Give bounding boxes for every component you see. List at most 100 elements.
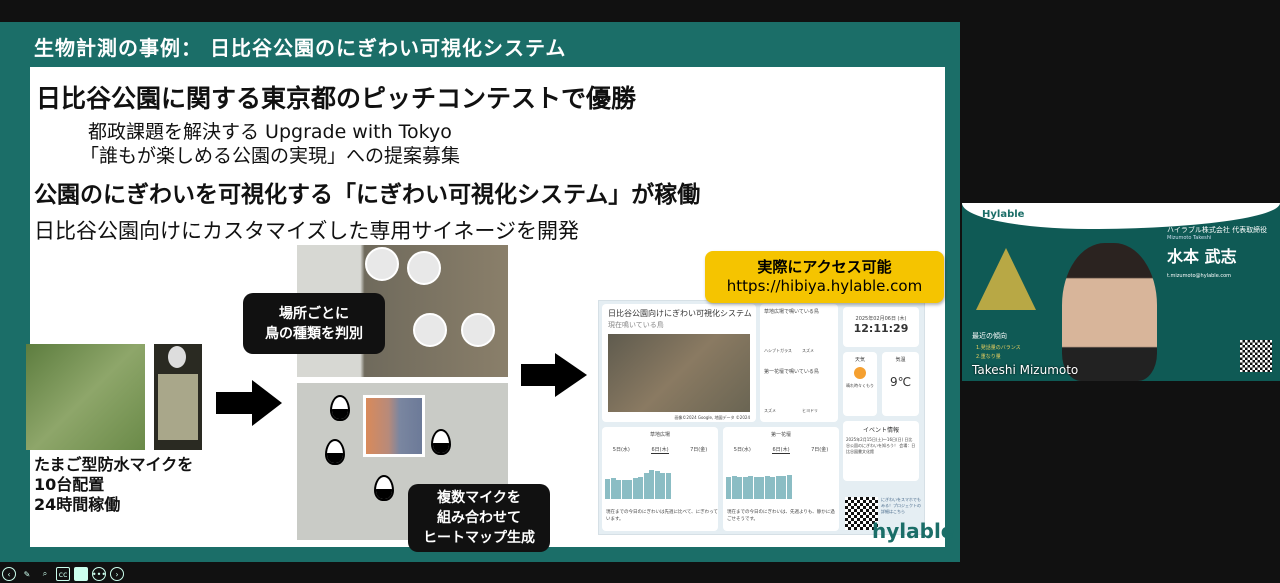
activity-chart bbox=[726, 467, 836, 499]
heading-signage: 日比谷公園向けにカスタマイズした専用サイネージを開発 bbox=[34, 219, 579, 243]
activity-bar bbox=[649, 470, 654, 499]
bird-marker bbox=[413, 313, 447, 347]
area1-title: 草地広場で鳴いている鳥 bbox=[764, 309, 819, 315]
bird-name: スズメ bbox=[764, 408, 776, 413]
egg-microphone-icon bbox=[374, 475, 394, 501]
egg-microphone-icon bbox=[330, 395, 350, 421]
heatmap bbox=[363, 395, 425, 457]
participant-video[interactable]: Hylable ハイラブル株式会社 代表取締役 Mizumoto Takeshi… bbox=[962, 203, 1280, 381]
activity-bar bbox=[759, 476, 764, 499]
activity-bar bbox=[643, 473, 649, 499]
pen-icon[interactable]: ✎ bbox=[23, 569, 31, 579]
hylable-logo: hylable bbox=[872, 519, 955, 543]
bird-marker bbox=[365, 247, 399, 281]
brand-logo: Hylable bbox=[982, 209, 1025, 220]
dashboard-title: 日比谷公園向けにぎわい可視化システム bbox=[608, 309, 752, 318]
trend-item: 1.発話量のバランス bbox=[976, 345, 1021, 351]
activity-bar bbox=[605, 479, 610, 499]
activity-bar bbox=[764, 475, 770, 499]
bird-name: ハシブトガラス bbox=[764, 348, 792, 353]
temperature-card: 気温 9℃ bbox=[882, 352, 919, 416]
species-bubble: 場所ごとに 鳥の種類を判別 bbox=[243, 293, 385, 354]
day-tab[interactable]: 6日(木) bbox=[772, 447, 790, 454]
qr-text: にぎわいをスマホでもみる！プロジェクトの詳細はこちら bbox=[881, 497, 921, 514]
activity-bar bbox=[638, 476, 643, 499]
bird-name: ヒヨドリ bbox=[802, 408, 818, 413]
caption-line: たまご型防水マイクを bbox=[34, 455, 194, 474]
microphone-caption: たまご型防水マイクを 10台配置 24時間稼働 bbox=[34, 455, 193, 515]
dashboard-map bbox=[608, 334, 750, 412]
callout-title: 実際にアクセス可能 bbox=[757, 258, 892, 276]
dashboard-subtitle: 現在鳴いている鳥 bbox=[608, 321, 664, 329]
clock: 12:11:29 bbox=[853, 322, 909, 335]
sub-proposal: 「誰もが楽しめる公園の実現」への提案募集 bbox=[80, 145, 461, 167]
temp-label: 気温 bbox=[895, 357, 906, 363]
bubble-line: 鳥の種類を判別 bbox=[265, 325, 363, 342]
sun-icon bbox=[854, 367, 866, 379]
bird-species-map bbox=[297, 245, 508, 377]
event-title: イベント情報 bbox=[862, 427, 899, 434]
presentation-slide: 生物計測の事例： 日比谷公園のにぎわい可視化システム 日比谷公園に関する東京都の… bbox=[0, 22, 960, 581]
qr-code bbox=[1240, 340, 1272, 372]
bubble-line: 複数マイクを bbox=[437, 490, 521, 506]
bubble-line: ヒートマップ生成 bbox=[423, 530, 535, 546]
activity-bar bbox=[781, 475, 786, 499]
access-callout: 実際にアクセス可能 https://hibiya.hylable.com bbox=[705, 251, 944, 303]
activity-bar bbox=[770, 476, 775, 499]
company: ハイラブル株式会社 代表取締役 bbox=[1167, 226, 1268, 234]
activity-bar bbox=[737, 476, 742, 499]
chart-card-2: 第一花壇 5日(水)6日(木)7日(金) 現在までの今日のにぎわいは、先週よりも… bbox=[723, 427, 839, 531]
bubble-line: 場所ごとに bbox=[279, 305, 349, 322]
caption-line: 24時間稼働 bbox=[34, 495, 121, 514]
trend-item: 2.重なり量 bbox=[976, 354, 1001, 360]
egg-microphone bbox=[168, 346, 186, 368]
heatmap-bubble: 複数マイクを 組み合わせて ヒートマップ生成 bbox=[408, 484, 550, 552]
weather-value: 晴れ時々くもり bbox=[846, 383, 874, 388]
participant-face bbox=[1062, 243, 1157, 381]
date: 2025年02月06日 (木) bbox=[855, 316, 907, 322]
qr-code bbox=[845, 497, 878, 530]
chart-title: 草地広場 bbox=[649, 432, 670, 438]
heading-system: 公園のにぎわいを可視化する「にぎわい可視化システム」が稼働 bbox=[34, 182, 701, 208]
temperature: 9℃ bbox=[889, 375, 912, 389]
egg-microphone-icon bbox=[325, 439, 345, 465]
activity-bar bbox=[786, 475, 792, 499]
activity-bar bbox=[616, 479, 621, 499]
egg-microphone-icon bbox=[431, 429, 451, 455]
callout-url[interactable]: https://hibiya.hylable.com bbox=[726, 277, 923, 295]
activity-bar bbox=[610, 477, 616, 499]
activity-bar bbox=[748, 475, 753, 499]
slide-content: 日比谷公園に関する東京都のピッチコンテストで優勝 都政課題を解決する Upgra… bbox=[26, 67, 954, 552]
name-en: Mizumoto Takeshi bbox=[1167, 235, 1212, 241]
event-text: 2025年2月15日(土)〜16日(日) 日比谷公園のにぎわいを知ろう！ 会場：… bbox=[846, 437, 916, 454]
day-tab[interactable]: 5日(水) bbox=[612, 447, 630, 453]
day-tab[interactable]: 5日(水) bbox=[733, 447, 751, 453]
activity-bar bbox=[726, 476, 731, 499]
clock-card: 2025年02月06日 (木) 12:11:29 bbox=[843, 307, 919, 347]
weather-card: 天気 晴れ時々くもり bbox=[843, 352, 877, 416]
activity-bar bbox=[660, 472, 665, 499]
activity-bar bbox=[775, 475, 781, 499]
caption-line: 10台配置 bbox=[34, 475, 105, 494]
event-card: イベント情報 2025年2月15日(土)〜16日(日) 日比谷公園のにぎわいを知… bbox=[843, 421, 919, 481]
weather-label: 天気 bbox=[854, 357, 865, 363]
arrow-right-icon bbox=[216, 392, 252, 414]
zoom-icon[interactable]: ⌕ bbox=[42, 569, 48, 578]
day-tab[interactable]: 7日(金) bbox=[690, 447, 708, 453]
arrow-head bbox=[555, 353, 587, 397]
map-card: 日比谷公園向けにぎわい可視化システム 現在鳴いている鳥 画像©2024 Goog… bbox=[602, 304, 756, 422]
day-tab[interactable]: 7日(金) bbox=[811, 447, 829, 453]
map-credit: 画像©2024 Google, 地図データ ©2024 bbox=[674, 415, 750, 420]
bird-marker bbox=[461, 313, 495, 347]
birds-card: 草地広場で鳴いている鳥 ハシブトガラス スズメ 第一花壇で鳴いている鳥 スズメ … bbox=[760, 304, 838, 422]
signage-dashboard: 日比谷公園向けにぎわい可視化システム 現在鳴いている鳥 画像©2024 Goog… bbox=[598, 300, 925, 535]
day-tab[interactable]: 6日(木) bbox=[651, 447, 669, 454]
chart-card-1: 草地広場 5日(水)6日(木)7日(金) 現在までの今日のにぎわいは先週に比べて… bbox=[602, 427, 718, 531]
microphone-grass-photo bbox=[26, 344, 145, 450]
arrow-head bbox=[252, 380, 282, 426]
activity-bar bbox=[654, 470, 660, 499]
bubble-line: 組み合わせて bbox=[437, 510, 521, 526]
presentation-toolbar: ‹ ✎ ⌕ cc ••• › bbox=[0, 567, 124, 583]
bird-marker bbox=[407, 251, 441, 285]
sub-upgrade: 都政課題を解決する Upgrade with Tokyo bbox=[88, 121, 452, 143]
